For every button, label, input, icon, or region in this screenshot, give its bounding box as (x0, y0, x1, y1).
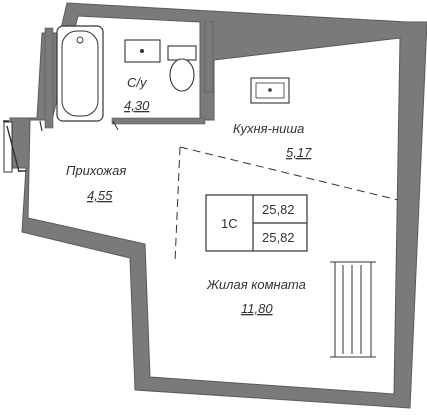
bathroom-sink (124, 39, 161, 63)
bathroom-door (39, 120, 119, 132)
bathroom-area: 4,30 (124, 98, 150, 113)
hall-area: 4,55 (87, 188, 113, 203)
zone-divider (179, 146, 399, 201)
kitchen-sink (250, 77, 290, 104)
apartment-living-area: 25,82 (262, 230, 295, 245)
bathroom-label: С/у (127, 75, 148, 90)
window-right (330, 261, 376, 358)
kitchen-area: 5,17 (286, 145, 312, 160)
bathtub (56, 25, 104, 122)
hall-label: Прихожая (66, 163, 126, 178)
apartment-type: 1С (221, 216, 238, 231)
entrance-door (3, 120, 26, 173)
kitchen-label: Кухня-ниша (233, 121, 304, 136)
bathroom-partition-wall (204, 21, 214, 93)
bathroom-left-wall (44, 27, 54, 129)
apartment-tag: 1С 25,82 25,82 (205, 194, 308, 252)
bathroom-bottom-wall (111, 117, 206, 125)
living-label: Жилая комната (206, 277, 306, 292)
apartment-total-area: 25,82 (262, 202, 295, 217)
living-area: 11,80 (241, 301, 273, 316)
zone-divider-vertical (174, 146, 181, 263)
toilet (167, 45, 197, 92)
